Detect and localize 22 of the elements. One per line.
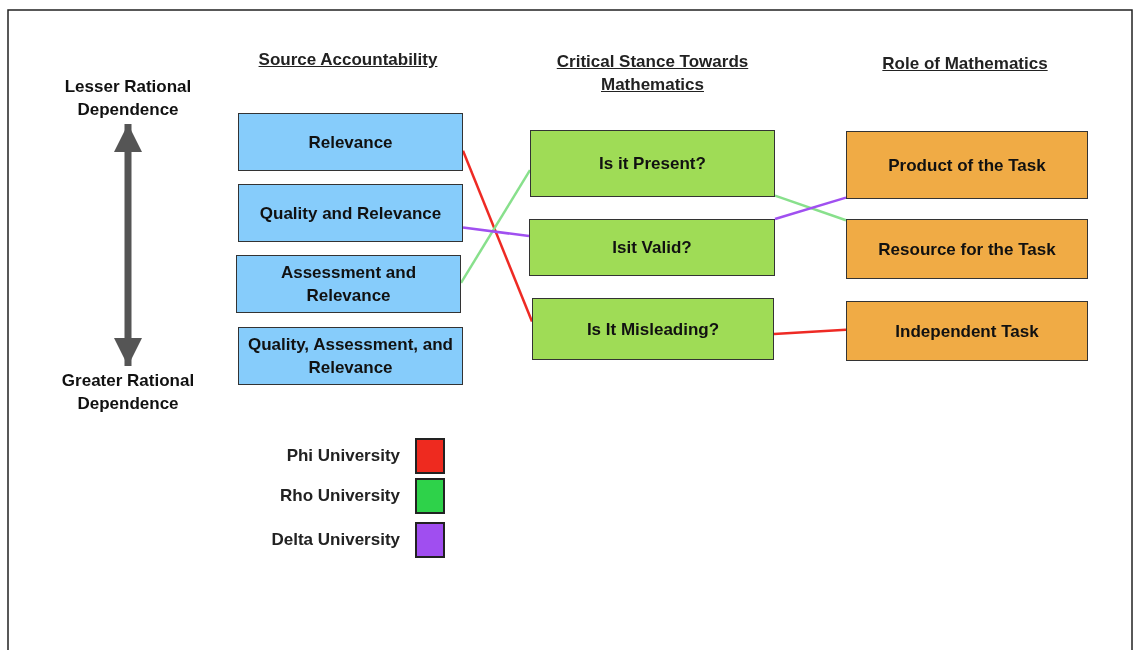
category-box: Independent Task: [846, 301, 1088, 361]
category-box: Quality and Relevance: [238, 184, 463, 242]
category-box: Is It Misleading?: [532, 298, 774, 360]
column-heading: Critical Stance Towards Mathematics: [555, 51, 750, 96]
connector-line: [461, 150, 534, 323]
connector-line: [773, 328, 847, 336]
category-box: Assessment and Relevance: [236, 255, 461, 313]
category-box: Is it Present?: [530, 130, 775, 197]
category-box: Isit Valid?: [529, 219, 775, 276]
category-box: Product of the Task: [846, 131, 1088, 199]
connector-line: [462, 226, 530, 238]
column-heading: Role of Mathematics: [881, 53, 1049, 75]
column-heading: Source Accountability: [257, 49, 439, 71]
category-box: Relevance: [238, 113, 463, 171]
connector-line: [459, 169, 532, 284]
scale-label: Lesser Rational Dependence: [40, 74, 216, 122]
legend-label: Delta University: [271, 530, 400, 550]
legend-label: Phi University: [286, 446, 400, 466]
legend-label: Rho University: [280, 486, 400, 506]
category-box: Quality, Assessment, and Relevance: [238, 327, 463, 385]
scale-label: Greater Rational Dependence: [40, 368, 216, 416]
category-box: Resource for the Task: [846, 219, 1088, 279]
